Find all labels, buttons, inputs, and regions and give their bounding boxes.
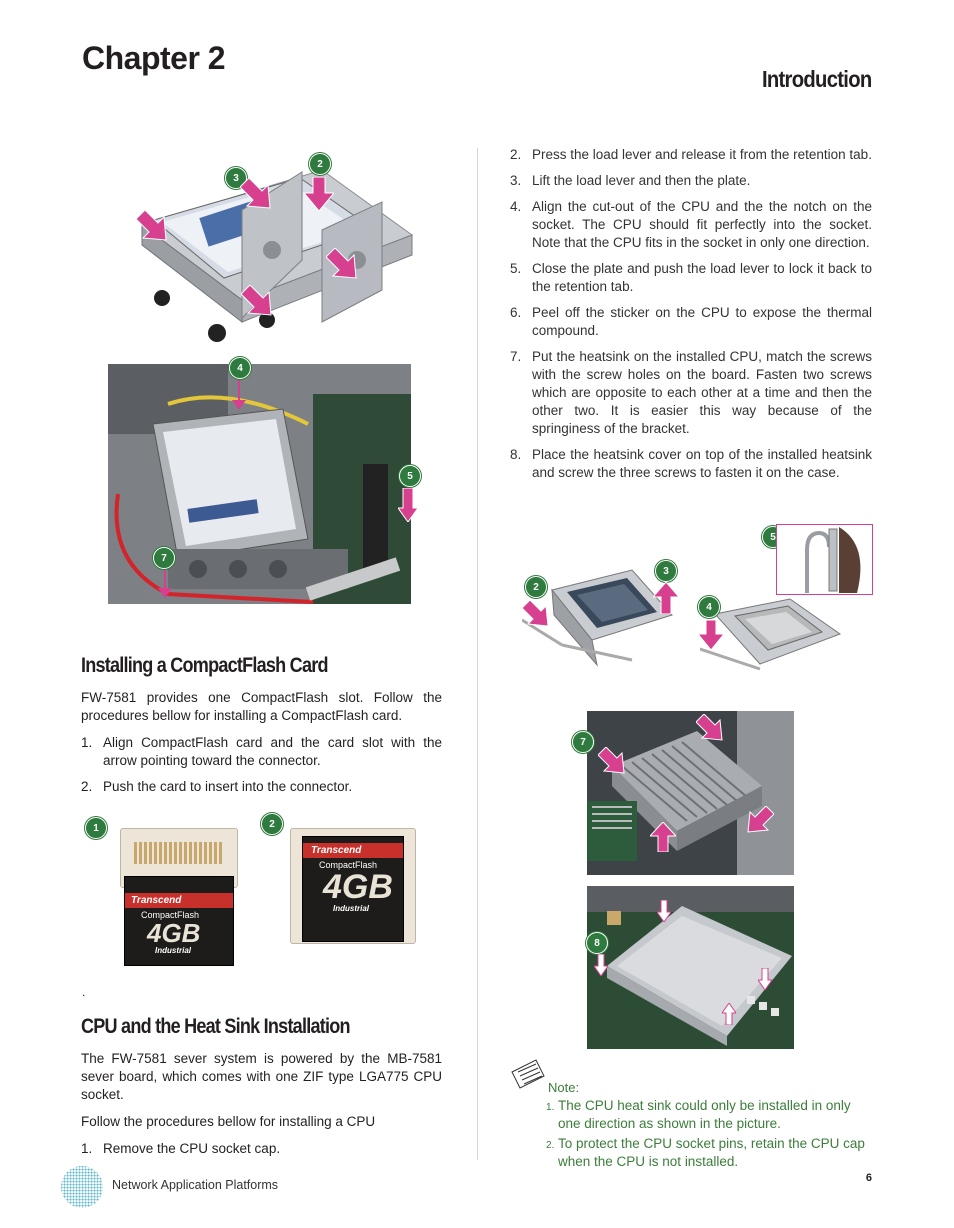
note-item: 1.The CPU heat sink could only be instal… [546, 1098, 851, 1131]
arrow-diagonal-icon [598, 747, 625, 774]
hdd-bracket-photo [132, 150, 422, 350]
list-item: 3.Lift the load lever and then the plate… [510, 173, 751, 188]
arrow-down-icon [232, 380, 246, 410]
arrow-down-icon [594, 954, 608, 976]
note-item: 2. To protect the CPU socket pins, retai… [546, 1136, 865, 1169]
section-title: Introduction [762, 66, 872, 92]
cpu-socket-open-photo [522, 560, 682, 670]
column-divider [477, 148, 478, 1160]
cf-card-inserted-photo: Transcend CompactFlash 4GB Industrial [290, 828, 416, 946]
arrow-down-icon [398, 488, 418, 522]
arrow-up-icon [653, 582, 679, 614]
arrow-diagonal-icon [326, 248, 357, 279]
list-item: 1.Align CompactFlash card and the card s… [81, 735, 442, 768]
arrow-down-icon [698, 620, 724, 650]
heatsink-photo [587, 711, 794, 875]
step-badge-4: 4 [229, 357, 251, 379]
list-item: 2.Push the card to insert into the conne… [81, 779, 353, 794]
arrow-diagonal-icon [696, 714, 723, 741]
step-badge-1: 1 [85, 817, 107, 839]
chapter-title: Chapter 2 [82, 40, 226, 76]
step-badge-3: 3 [655, 560, 677, 582]
arrow-up-icon [650, 822, 676, 852]
step-badge-8: 8 [586, 932, 608, 954]
cpu-heading: CPU and the Heat Sink Installation [81, 1015, 350, 1038]
arrow-diagonal-icon [136, 210, 167, 241]
cpu-steps-left: 1.Remove the CPU socket cap. [81, 1140, 442, 1166]
step-badge-2: 2 [261, 813, 283, 835]
note-box: Note: 1.The CPU heat sink could only be … [546, 1079, 876, 1171]
compactflash-heading: Installing a CompactFlash Card [81, 654, 329, 677]
cpu-intro: The FW-7581 sever system is powered by t… [81, 1051, 442, 1102]
heatsink-cover-photo [587, 886, 794, 1049]
list-item: 8.Place the heatsink cover on top of the… [510, 447, 872, 480]
compactflash-steps: 1.Align CompactFlash card and the card s… [81, 734, 442, 804]
cpu-steps-right: 2.Press the load lever and release it fr… [510, 146, 872, 490]
list-item: 6.Peel off the sticker on the CPU to exp… [510, 305, 872, 338]
cpu-follow: Follow the procedures bellow for install… [81, 1114, 376, 1129]
arrow-down-icon [158, 570, 172, 598]
footer-text: Network Application Platforms [112, 1178, 279, 1192]
cf-card-partial-photo: Transcend CompactFlash 4GB Industrial [118, 828, 240, 968]
list-item: 1.Remove the CPU socket cap. [81, 1141, 281, 1156]
compactflash-intro: FW-7581 provides one CompactFlash slot. … [81, 690, 442, 723]
step-badge-7: 7 [153, 547, 175, 569]
company-logo-icon [61, 1166, 103, 1208]
hdd-installed-photo [108, 364, 411, 604]
page-number: 6 [865, 1172, 872, 1184]
list-item: 4.Align the cut-out of the CPU and the t… [510, 199, 872, 250]
retention-lever-photo [776, 524, 873, 595]
step-badge-5: 5 [399, 465, 421, 487]
step-badge-3: 3 [225, 167, 247, 189]
arrow-down-icon [657, 900, 671, 922]
step-badge-7: 7 [572, 731, 594, 753]
stray-dot: . [82, 985, 86, 999]
arrow-diagonal-icon [240, 178, 271, 209]
cpu-socket-closed-photo [700, 594, 842, 674]
arrow-down-icon [304, 177, 334, 211]
arrow-diagonal-icon [747, 806, 774, 833]
note-heading: Note: [548, 1080, 580, 1095]
step-badge-2: 2 [525, 576, 547, 598]
step-badge-2: 2 [309, 153, 331, 175]
note-icon [511, 1059, 545, 1089]
arrow-diagonal-icon [522, 600, 549, 627]
list-item: 2.Press the load lever and release it fr… [510, 147, 872, 162]
arrow-down-icon [758, 968, 772, 990]
arrow-diagonal-icon [241, 285, 272, 316]
arrow-up-icon [722, 1003, 736, 1025]
list-item: 5.Close the plate and push the load leve… [510, 261, 872, 294]
step-badge-4: 4 [698, 596, 720, 618]
list-item: 7.Put the heatsink on the installed CPU,… [510, 349, 872, 436]
